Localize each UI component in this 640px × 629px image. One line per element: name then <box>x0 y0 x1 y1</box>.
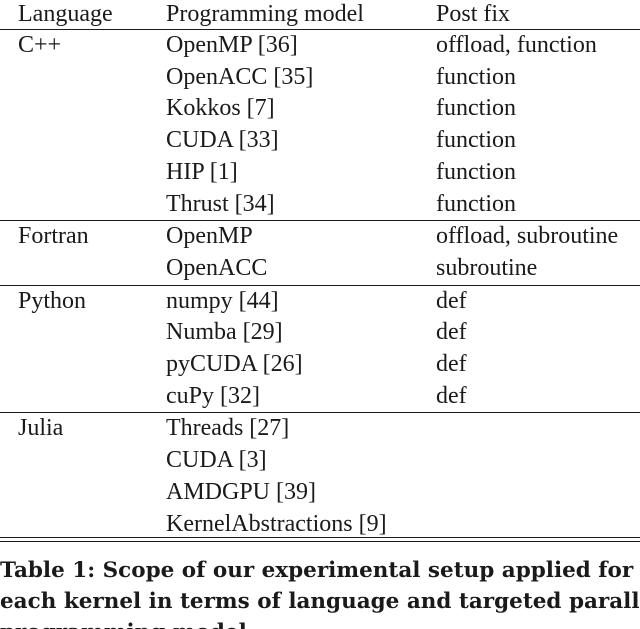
postfix-cell: function <box>436 188 640 222</box>
postfix-cell: def <box>436 351 467 378</box>
table-row: AMDGPU [39] <box>0 477 640 509</box>
model-cell: KernelAbstractions [9] <box>166 510 387 537</box>
caption-line: each kernel in terms of language and tar… <box>0 589 640 614</box>
table-row: cuPy [32] def <box>0 380 640 414</box>
model-cell: pyCUDA [26] <box>166 351 303 378</box>
table-row: Julia Threads [27] <box>0 413 640 445</box>
table-row: Numba [29] def <box>0 317 640 349</box>
postfix-cell: def <box>436 319 467 346</box>
postfix-cell: function <box>436 63 516 90</box>
model-cell: OpenMP <box>166 223 253 250</box>
postfix-cell <box>436 413 640 445</box>
table-row: KernelAbstractions [9] <box>0 509 640 541</box>
postfix-cell: offload, function <box>436 32 597 58</box>
language-cell: Julia <box>18 415 64 442</box>
model-cell: OpenACC [35] <box>166 63 314 90</box>
model-cell: CUDA [3] <box>166 447 267 474</box>
postfix-cell: function <box>436 95 516 122</box>
table-row: HIP [1] function <box>0 157 640 189</box>
language-cell: C++ <box>18 32 62 58</box>
postfix-cell <box>436 509 640 541</box>
postfix-cell: subroutine <box>436 252 640 286</box>
table-row: C++ OpenMP [36] offload, function <box>0 30 640 62</box>
table-row: Fortran OpenMP offload, subroutine <box>0 221 640 253</box>
postfix-cell: offload, subroutine <box>436 223 619 250</box>
table-row: OpenACC [35] function <box>0 62 640 94</box>
postfix-cell <box>436 477 640 509</box>
model-cell: OpenACC <box>166 252 436 286</box>
header-language: Language <box>0 0 166 30</box>
postfix-cell <box>436 445 640 477</box>
table-row: OpenACC subroutine <box>0 252 640 286</box>
model-cell: CUDA [33] <box>166 127 279 154</box>
language-cell: Python <box>18 287 87 314</box>
model-cell: cuPy [32] <box>166 380 436 414</box>
table-bottom-double-rule <box>0 537 640 542</box>
table-row: CUDA [3] <box>0 445 640 477</box>
table-header-row: Language Programming model Post fix <box>0 0 640 30</box>
model-cell: Kokkos [7] <box>166 95 275 122</box>
table-row: Thrust [34] function <box>0 188 640 222</box>
programming-models-table: Language Programming model Post fix C++ … <box>0 0 640 541</box>
model-cell: Threads [27] <box>166 415 290 442</box>
model-cell: OpenMP [36] <box>166 32 298 58</box>
model-cell: AMDGPU [39] <box>166 478 316 505</box>
postfix-cell: function <box>436 127 516 154</box>
table-row: pyCUDA [26] def <box>0 349 640 381</box>
model-cell: Numba [29] <box>166 319 283 346</box>
caption-line: Table 1: Scope of our experimental setup… <box>0 558 634 583</box>
postfix-cell: def <box>436 380 640 414</box>
table-row: Kokkos [7] function <box>0 93 640 125</box>
model-cell: Thrust [34] <box>166 188 436 222</box>
caption-line: programming model. <box>0 617 640 629</box>
table-row: Python numpy [44] def <box>0 285 640 317</box>
header-post-fix: Post fix <box>436 0 640 30</box>
language-cell: Fortran <box>18 223 89 250</box>
postfix-cell: def <box>436 287 467 314</box>
header-programming-model: Programming model <box>166 0 436 30</box>
table-row: CUDA [33] function <box>0 125 640 157</box>
table: Language Programming model Post fix C++ … <box>0 0 640 541</box>
model-cell: numpy [44] <box>166 287 279 314</box>
table-caption: Table 1: Scope of our experimental setup… <box>0 555 640 629</box>
postfix-cell: function <box>436 158 516 185</box>
model-cell: HIP [1] <box>166 158 238 185</box>
